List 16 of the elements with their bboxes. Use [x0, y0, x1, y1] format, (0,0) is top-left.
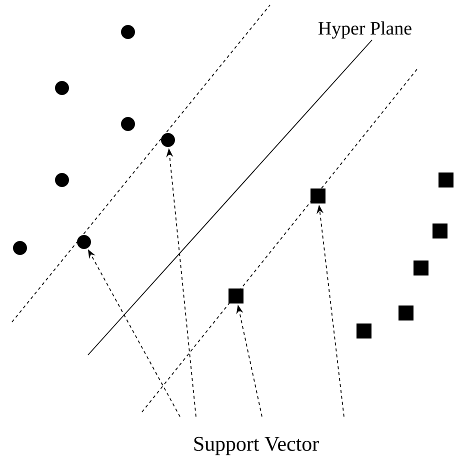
data-square: [432, 224, 448, 238]
data-point: [77, 235, 91, 249]
data-point: [121, 25, 135, 39]
data-square: [438, 172, 454, 188]
data-point: [55, 173, 69, 187]
data-point: [13, 241, 27, 255]
data-point: [55, 81, 69, 95]
hyperplane-label: Hyper Plane: [318, 21, 412, 39]
data-point: [161, 133, 175, 147]
data-square: [398, 306, 414, 320]
data-point: [121, 117, 135, 131]
data-square: [310, 188, 326, 204]
data-square: [356, 324, 372, 338]
data-square: [228, 288, 244, 304]
data-square: [414, 260, 428, 276]
caption-text: Support Vector: [194, 436, 319, 456]
